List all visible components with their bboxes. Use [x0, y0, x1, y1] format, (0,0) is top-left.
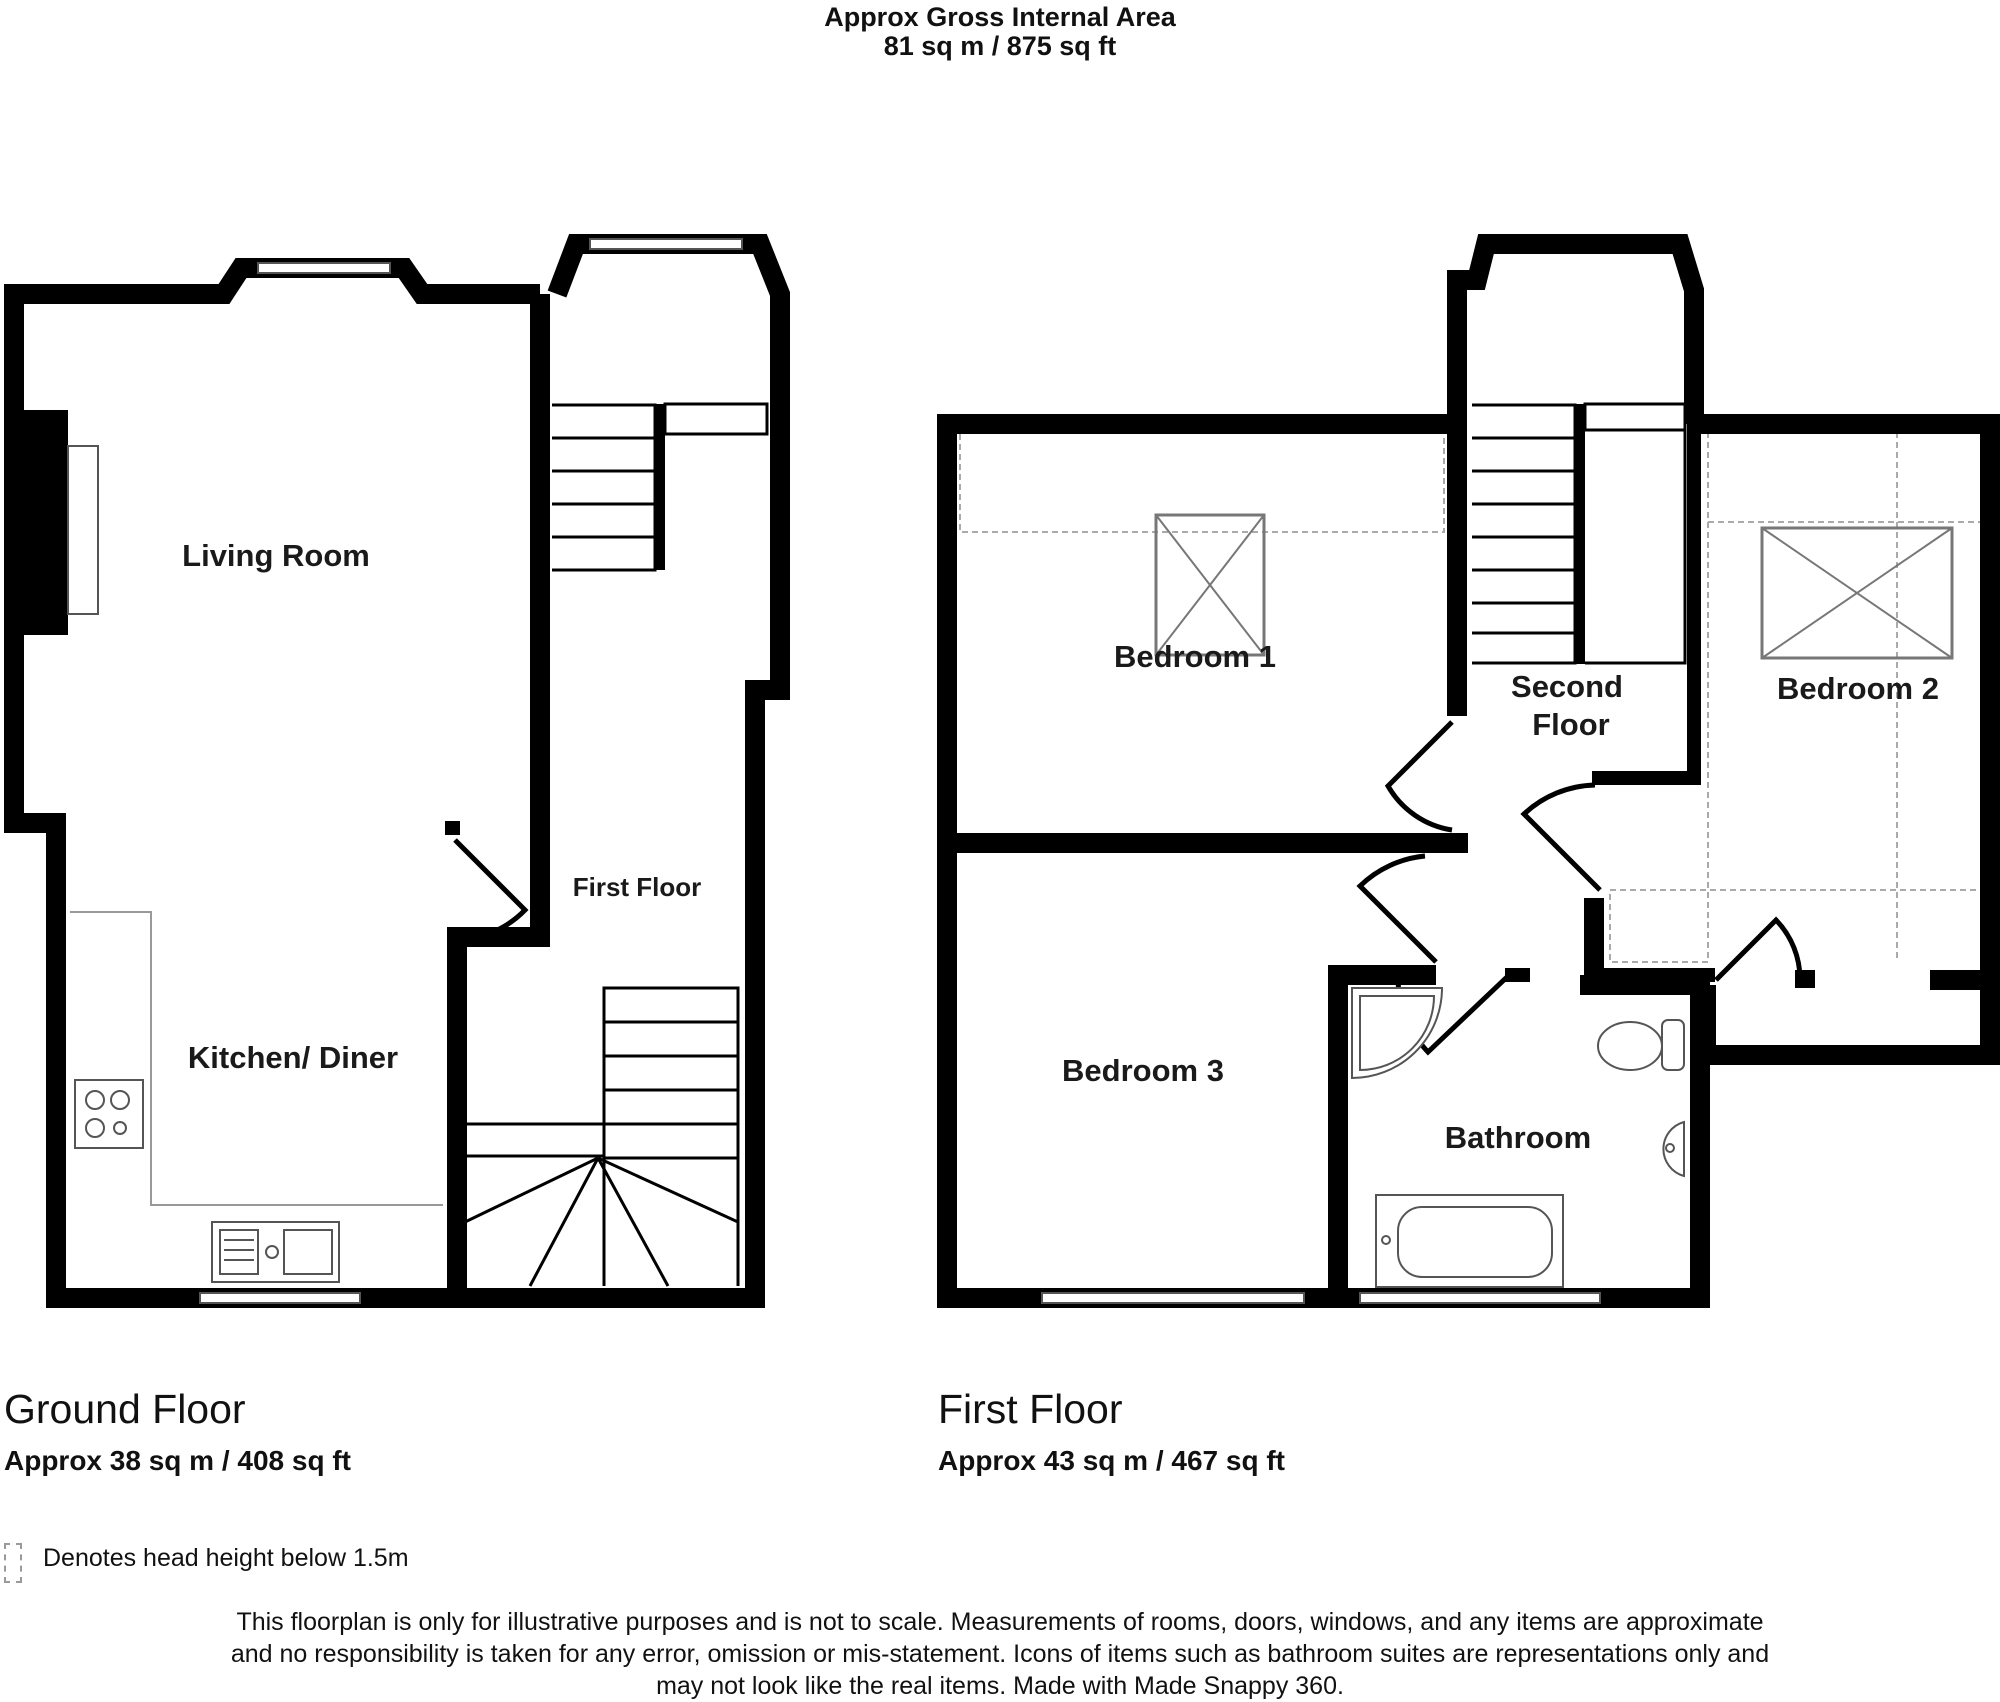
room-label-bedroom-2: Bedroom 2: [1777, 671, 1939, 706]
kitchen-counter: [70, 911, 443, 1206]
window-bathroom: [1359, 1292, 1601, 1304]
low-headroom-legend-text: Denotes head height below 1.5m: [43, 1544, 409, 1572]
first-floor-left-wall: [937, 414, 1452, 1308]
ground-door-swing: [453, 838, 529, 943]
first-floor-title: First Floor: [938, 1386, 1123, 1432]
ground-floor-area: Approx 38 sq m / 408 sq ft: [4, 1445, 351, 1476]
skylight-bedroom-1: [1154, 513, 1266, 657]
first-floor-stair: [1472, 402, 1687, 665]
disclaimer-line-3: may not look like the real items. Made w…: [656, 1672, 1344, 1700]
room-label-living-room: Living Room: [182, 538, 370, 573]
room-label-second: Second: [1511, 669, 1623, 704]
door-bedroom-2: [1520, 782, 1602, 892]
window-living-bay: [257, 262, 391, 274]
ground-floor-plan: Living Room Kitchen/ Diner First Floor: [4, 234, 790, 1308]
stair-tower-wall: [1447, 234, 1704, 716]
ground-stair-upper: [552, 402, 769, 572]
disclaimer: This floorplan is only for illustrative …: [0, 1606, 2000, 1702]
room-label-bathroom: Bathroom: [1445, 1120, 1591, 1155]
ground-stair-lower: [464, 986, 740, 1287]
room-label-first-floor-landing: First Floor: [573, 872, 702, 902]
sink-icon: [211, 1221, 340, 1283]
low-headroom-bedroom-2: [1609, 432, 1980, 963]
chimney-breast: [8, 410, 68, 635]
window-kitchen: [199, 1292, 361, 1304]
disclaimer-line-2: and no responsibility is taken for any e…: [230, 1640, 1770, 1668]
room-label-kitchen-diner: Kitchen/ Diner: [188, 1040, 398, 1075]
ground-floor-title: Ground Floor: [4, 1386, 246, 1432]
door-bedroom-2-cupboard: [1714, 916, 1803, 982]
low-headroom-legend-swatch: [4, 1543, 22, 1583]
skylight-bedroom-2: [1760, 526, 1954, 660]
gross-area-title: Approx Gross Internal Area: [824, 2, 1176, 32]
window-bedroom-3: [1041, 1292, 1305, 1304]
shower-icon: [1351, 987, 1443, 1080]
first-floor-plan: Bedroom 1 Second Floor Bedroom 2 Bedroom…: [937, 234, 2000, 1308]
door-bedroom-1: [1384, 720, 1454, 833]
first-floor-area: Approx 43 sq m / 467 sq ft: [938, 1445, 1285, 1476]
low-headroom-bedroom-1: [959, 431, 1445, 533]
room-label-floor: Floor: [1532, 707, 1610, 742]
room-label-bedroom-1: Bedroom 1: [1114, 639, 1276, 674]
gross-area-value: 81 sq m / 875 sq ft: [883, 31, 1117, 61]
basin-icon: [1662, 1120, 1685, 1178]
toilet-icon: [1597, 1019, 1685, 1071]
fireplace-hearth: [67, 445, 99, 615]
window-hall-bay: [589, 238, 743, 250]
disclaimer-line-1: This floorplan is only for illustrative …: [236, 1608, 1764, 1636]
room-label-bedroom-3: Bedroom 3: [1062, 1053, 1224, 1088]
bath-icon: [1375, 1194, 1564, 1288]
hob-icon: [74, 1079, 144, 1149]
door-bedroom-3: [1356, 853, 1438, 964]
floor-plan-drawing: Living Room Kitchen/ Diner First Floor: [4, 234, 2000, 1308]
hall-outer-wall: [457, 234, 790, 1308]
